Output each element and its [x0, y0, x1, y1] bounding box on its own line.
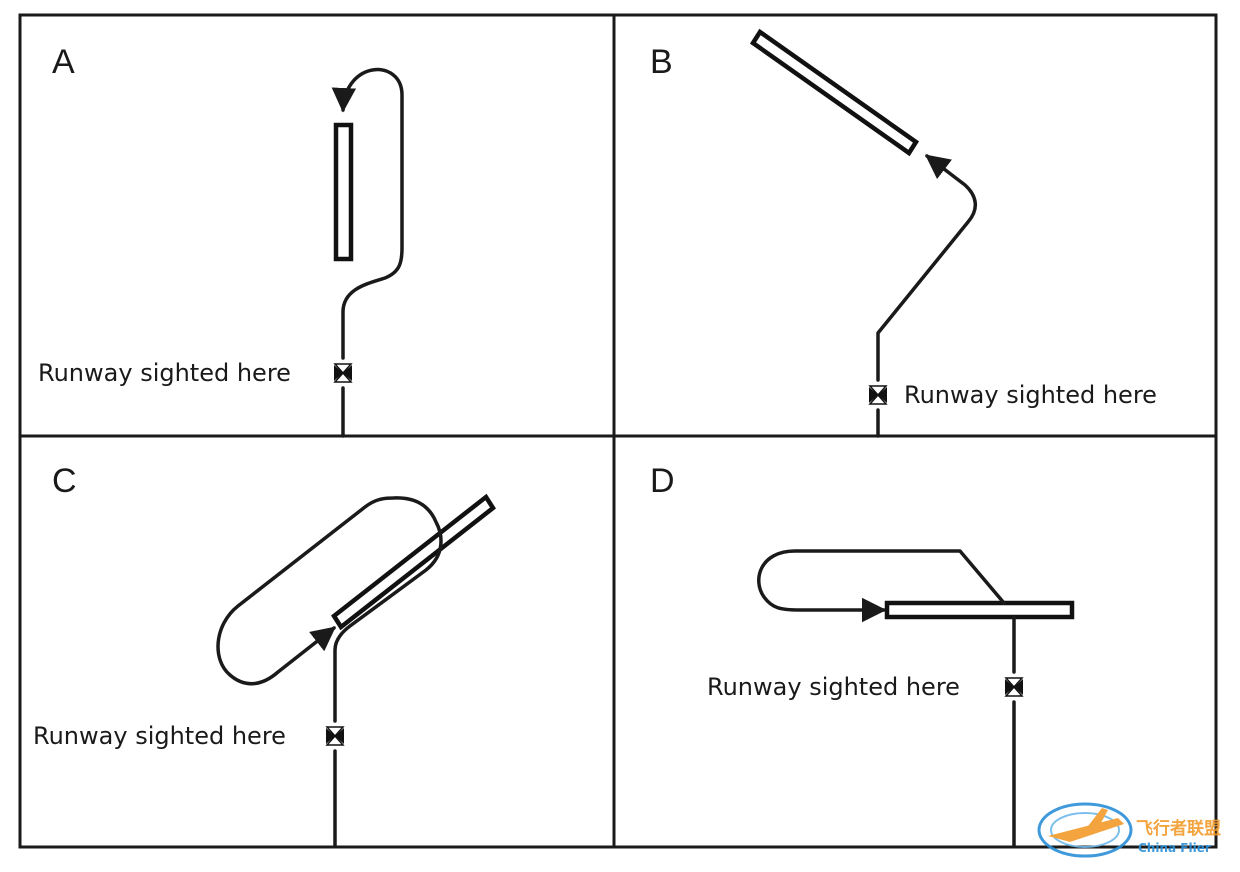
airport-beacon-icon [1004, 677, 1024, 697]
sighted-label: Runway sighted here [38, 359, 291, 387]
panel-b: B Runway sighted here [650, 28, 1157, 438]
airport-beacon-icon [325, 726, 345, 746]
plane-logo-icon [1037, 802, 1133, 858]
runway [749, 28, 920, 157]
sighted-label: Runway sighted here [904, 381, 1157, 409]
flight-path [757, 549, 1016, 848]
flight-path [343, 67, 404, 438]
panel-letter: B [650, 43, 673, 81]
airport-beacon-icon [333, 363, 353, 383]
flight-path [876, 156, 977, 438]
sighted-label: Runway sighted here [33, 722, 286, 750]
sighted-label: Runway sighted here [707, 673, 960, 701]
panel-d: D Runway sighted here [650, 462, 1075, 848]
panel-a: A Runway sighted here [38, 43, 404, 438]
watermark-logo: 飞行者联盟 China Flier [1037, 802, 1221, 858]
runway [884, 600, 1075, 620]
watermark-title: 飞行者联盟 [1136, 818, 1221, 839]
airport-beacon-icon [868, 385, 888, 405]
runway [333, 122, 354, 262]
panel-letter: C [52, 462, 77, 500]
watermark-subtitle: China Flier [1138, 841, 1211, 855]
panel-letter: A [52, 43, 75, 81]
flight-path [216, 496, 443, 848]
panel-c: C Runway sighted here [33, 462, 496, 848]
runway [331, 493, 496, 631]
panel-letter: D [650, 462, 675, 500]
outer-frame [18, 13, 1218, 849]
